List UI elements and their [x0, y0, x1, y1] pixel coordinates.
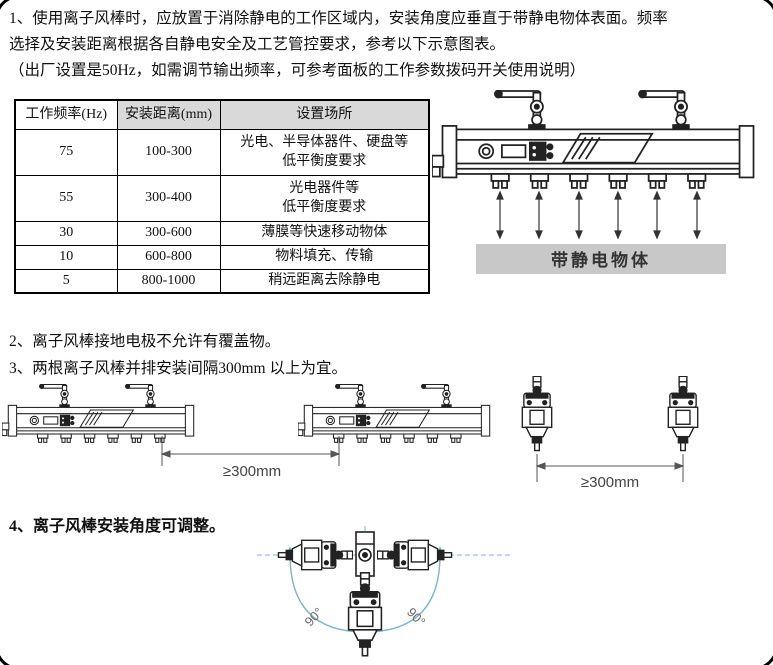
charged-object-label: 带静电物体 [551, 250, 651, 270]
para1-line2: 选择及安装距离根据各自静电安全及工艺管控要求，参考以下示意图表。 [9, 36, 506, 53]
ionizer-over-target-diagram: 带静电物体 [432, 90, 755, 274]
ion-flow-arrows [496, 190, 701, 240]
ionizer-center-unit [347, 572, 383, 657]
ionizer-rotated-right [377, 539, 453, 571]
cell-freq: 5 [14, 268, 118, 294]
cell-place: 薄膜等快速移动物体 [219, 220, 430, 246]
instruction-item-2: 2、离子风棒接地电极不允许有覆盖物。 [9, 333, 281, 350]
table-row: 5 800-1000 稍远距离去除静电 [14, 268, 430, 294]
para1-line1: 1、使用离子风棒时，应放置于消除静电的工作区域内，安装角度应垂直于带静电物体表面… [9, 10, 668, 27]
cell-place: 光电器件等 低平衡度要求 [219, 174, 430, 222]
table-header-row: 工作频率(Hz) 安装距离(mm) 设置场所 [14, 99, 430, 130]
ionizer-bar-side-view [298, 384, 491, 443]
frequency-distance-table: 工作频率(Hz) 安装距离(mm) 设置场所 75 100-300 光电、半导体… [14, 99, 430, 294]
cell-distance: 800-1000 [116, 268, 221, 294]
mounting-stem [355, 531, 375, 577]
ionizer-bar-end-view [667, 376, 699, 452]
header-frequency: 工作频率(Hz) [14, 99, 118, 130]
cell-freq: 30 [14, 220, 118, 246]
cell-place: 光电、半导体器件、硬盘等 低平衡度要求 [219, 128, 430, 176]
cell-freq: 55 [14, 174, 118, 222]
table-row: 10 600-800 物料填充、传输 [14, 244, 430, 270]
spacing-dimension-label: ≥300mm [223, 463, 281, 480]
cell-distance: 300-600 [116, 220, 221, 246]
cell-distance: 600-800 [116, 244, 221, 270]
place-line: 光电、半导体器件、硬盘等 [240, 135, 409, 150]
ionizer-bar-side-view [432, 90, 755, 189]
cell-distance: 300-400 [116, 174, 221, 222]
place-line: 低平衡度要求 [282, 154, 367, 169]
cell-place: 物料填充、传输 [219, 244, 430, 270]
para1-line3: （出厂设置是50Hz，如需调节输出频率，可参考面板的工作参数拨码开关使用说明） [9, 62, 586, 79]
charged-object-bar [476, 244, 726, 274]
header-place: 设置场所 [219, 99, 430, 130]
spacing-dimension-label: ≥300mm [581, 474, 639, 491]
instruction-item-4: 4、离子风棒安装角度可调整。 [9, 518, 226, 535]
ionizer-bar-side-view [2, 384, 195, 443]
cell-distance: 100-300 [116, 128, 221, 176]
cell-freq: 75 [14, 128, 118, 176]
instruction-item-3: 3、两根离子风棒并排安装间隔300mm 以上为宜。 [9, 360, 347, 377]
dimension-line [535, 454, 685, 482]
instruction-paragraph-1: 1、使用离子风棒时，应放置于消除静电的工作区域内，安装角度应垂直于带静电物体表面… [9, 6, 769, 84]
parallel-spacing-side-view-diagram: ≥300mm [2, 384, 491, 480]
cell-freq: 10 [14, 244, 118, 270]
table-row: 30 300-600 薄膜等快速移动物体 [14, 220, 430, 246]
header-distance: 安装距离(mm) [116, 99, 221, 130]
place-line: 光电器件等 [289, 181, 360, 196]
cell-place: 稍远距离去除静电 [219, 268, 430, 294]
ionizer-rotated-left [277, 539, 353, 571]
ionizer-bar-end-view [521, 376, 553, 452]
table-row: 55 300-400 光电器件等 低平衡度要求 [14, 174, 430, 222]
parallel-spacing-end-view-diagram: ≥300mm [521, 376, 699, 491]
place-line: 低平衡度要求 [282, 200, 367, 215]
angle-adjustment-diagram: 90° 90° [257, 526, 511, 657]
dimension-line [160, 436, 341, 466]
table-row: 75 100-300 光电、半导体器件、硬盘等 低平衡度要求 [14, 128, 430, 176]
